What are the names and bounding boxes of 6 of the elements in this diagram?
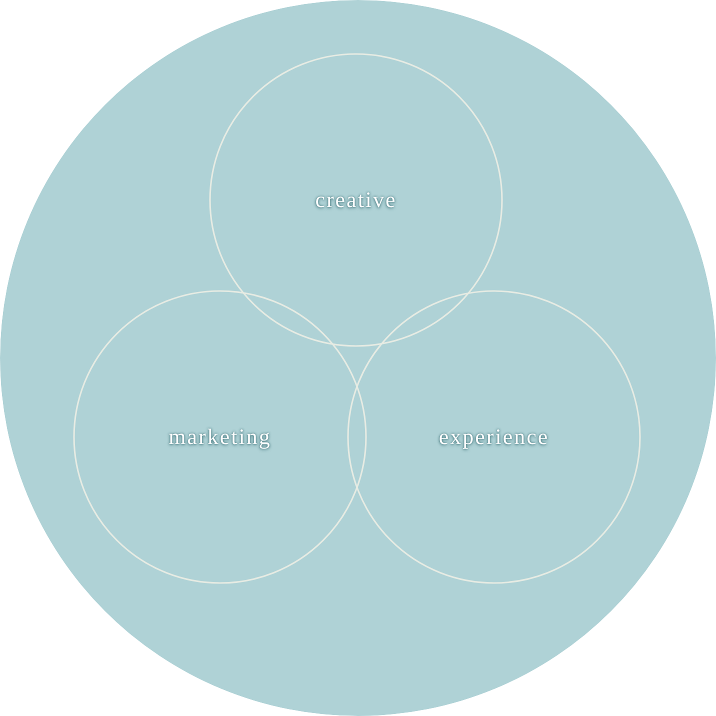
venn-circle <box>347 290 641 584</box>
venn-circle <box>73 290 367 584</box>
venn-circle <box>209 53 503 347</box>
circle-label: creative <box>315 188 397 212</box>
circle-label: experience <box>438 424 550 450</box>
circle-label: marketing <box>168 424 272 450</box>
